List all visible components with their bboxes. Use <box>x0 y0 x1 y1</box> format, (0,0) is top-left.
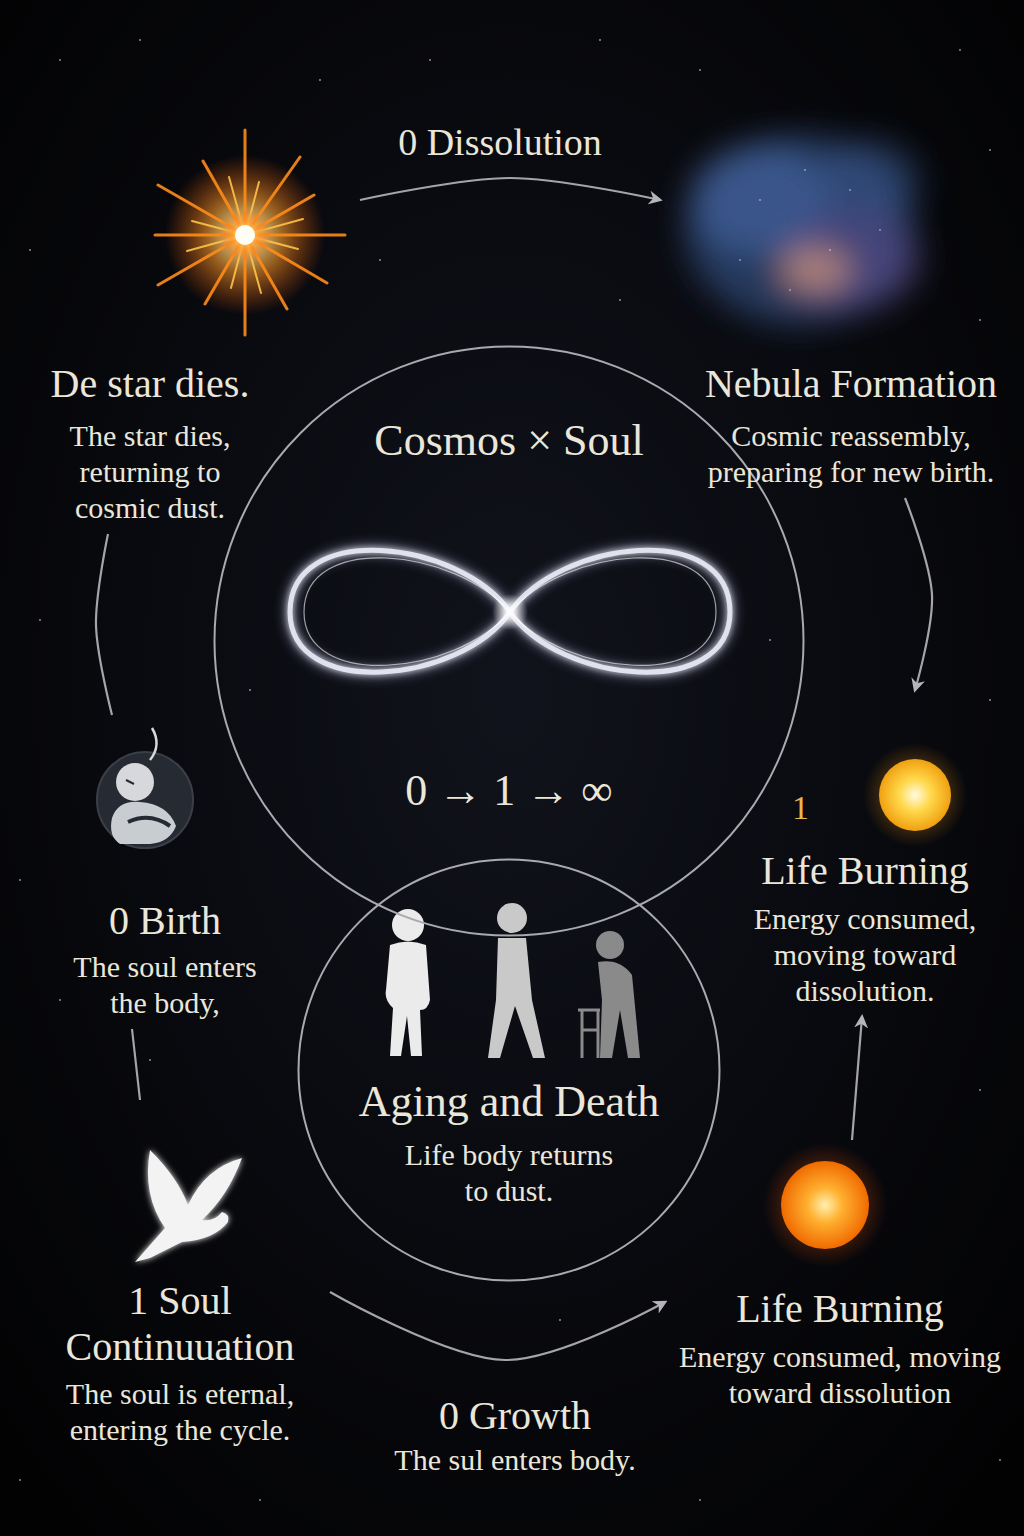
infinity-symbol <box>290 550 730 672</box>
flow-arrow <box>96 534 112 715</box>
stage-group: Life BurningEnergy consumed, moving towa… <box>665 1140 1015 1419</box>
infinity-inner-loop <box>304 558 716 666</box>
soul-curl <box>150 728 157 760</box>
stage-description: Life body returns to dust. <box>397 1137 622 1209</box>
circle-title: Aging and Death <box>359 1076 660 1129</box>
circle-outline <box>297 858 721 1282</box>
stage-description: Cosmic reassembly, preparing for new bir… <box>701 418 1001 490</box>
star-rays <box>187 177 303 293</box>
elder-walker <box>578 1010 600 1058</box>
edge-label: 0 Dissolution <box>398 120 602 166</box>
sequence-formula: 0 → 1 → ∞ <box>405 765 612 818</box>
adult-body <box>488 938 545 1058</box>
flow-arrow <box>360 178 660 200</box>
infinity-loop <box>290 550 730 672</box>
nebula-gas <box>780 210 920 310</box>
stage-group: De star dies. The star dies, returning to… <box>15 110 360 534</box>
stage-group: 0 GrowthThe sul enters body. <box>370 1388 660 1482</box>
adult-head <box>497 903 527 933</box>
nebula-stars <box>740 170 880 290</box>
stage-description: The star dies, returning to cosmic dust. <box>50 418 250 526</box>
sun-glow <box>763 1143 887 1267</box>
stage-group: 1 Soul ContinuuationThe soul is eternal,… <box>30 1100 330 1456</box>
circle-title: Cosmos × Soul <box>374 415 643 468</box>
stage-description: The soul enters the body, <box>58 949 273 1021</box>
stage-heading: 1 Soul Continuuation <box>50 1278 310 1370</box>
stage-number: 1 <box>792 788 809 829</box>
nebula-core <box>780 248 850 292</box>
child-body <box>386 942 430 1057</box>
stage-heading: 0 Growth <box>439 1392 591 1440</box>
connector-group <box>96 178 932 1360</box>
elder-head <box>596 931 624 959</box>
figure-head <box>116 763 154 801</box>
stage-heading: De star dies. <box>51 360 250 408</box>
stage-heading: Nebula Formation <box>705 360 997 408</box>
figure-body <box>111 802 176 844</box>
figure-arm <box>128 818 170 826</box>
infinity-center-spark <box>492 594 528 630</box>
infinity-halo <box>290 550 730 672</box>
circle-ring <box>299 860 720 1281</box>
icon-disc <box>97 752 193 848</box>
stage-group: Nebula FormationCosmic reassembly, prepa… <box>660 110 1012 498</box>
orange-sun <box>781 1161 869 1249</box>
stage-description: The soul is eternal, entering the cycle. <box>50 1376 310 1448</box>
yellow-sun <box>879 759 951 831</box>
flow-arrow <box>905 498 932 690</box>
stage-description: Energy consumed, moving toward dissoluti… <box>670 1339 1010 1411</box>
nebula-gas <box>820 140 920 220</box>
birth-icon <box>97 728 193 848</box>
exploding-star <box>155 130 345 335</box>
background-stars <box>20 40 1000 1500</box>
elder-body <box>598 961 640 1058</box>
stage-group: 0 BirthThe soul enters the body, <box>40 715 290 1029</box>
stage-description: The sul enters body. <box>394 1442 635 1478</box>
flow-arrow <box>330 1292 665 1360</box>
star-core-glow <box>219 209 271 261</box>
stage-heading: 0 Birth <box>109 897 221 945</box>
sun-glow <box>863 743 967 847</box>
stage-heading: Life Burning <box>761 847 969 895</box>
star-core <box>235 225 255 245</box>
star-rays <box>155 130 345 335</box>
nebula-cloud <box>685 135 920 325</box>
flow-arrow <box>132 1029 140 1100</box>
stage-group: 1Life BurningEnergy consumed, moving tow… <box>720 690 1010 1017</box>
circle-ring <box>215 347 804 936</box>
stage-description: Energy consumed, moving toward dissoluti… <box>735 901 995 1009</box>
stage-heading: Life Burning <box>736 1285 944 1333</box>
figure-face <box>126 780 134 784</box>
dove-icon <box>135 1150 242 1262</box>
life-stage-figures <box>386 903 640 1058</box>
flow-arrow <box>852 1017 862 1140</box>
life-circle: Aging and DeathLife body returns to dust… <box>297 858 721 1282</box>
cosmos-circle: Cosmos × Soul 0 → 1 → ∞ <box>213 345 805 937</box>
